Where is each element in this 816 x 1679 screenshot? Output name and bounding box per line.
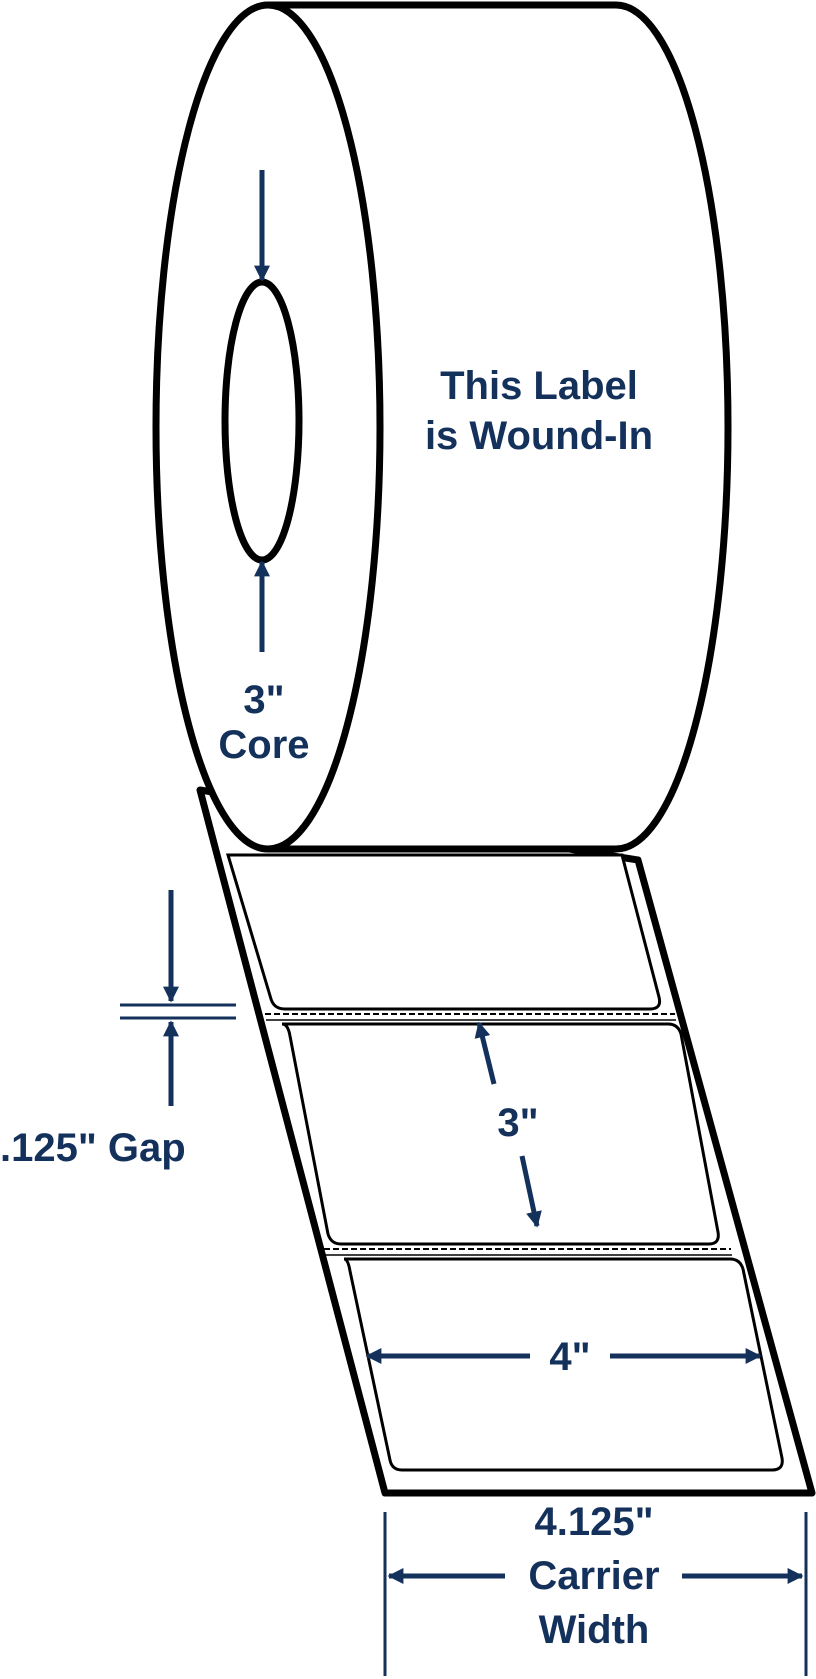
label-web [196,786,816,1497]
carrier-width-value: 4.125" [534,1500,653,1544]
label-middle [281,1022,720,1246]
core-label: Core [218,723,309,767]
label-height-value: 3" [497,1101,538,1145]
label-top-partial [225,853,662,1011]
core-value: 3" [243,678,284,722]
height-arrow-bottom [519,1155,542,1228]
carrier-width-dimension [383,1512,808,1676]
roll-body [264,1,732,853]
label-bottom [343,1257,784,1472]
gap-dimension [120,890,236,1106]
label-height-dimension [474,1021,542,1228]
label-roll [152,1,732,853]
carrier-width-label-line2: Carrier [528,1554,659,1598]
height-arrow-top [474,1021,497,1085]
gap-label: .125" Gap [0,1126,186,1170]
label-width-value: 4" [549,1335,590,1379]
wound-in-label-line1: This Label [440,364,638,408]
carrier-width-label-line3: Width [539,1608,650,1652]
wound-in-label-line2: is Wound-In [425,414,653,458]
roll-core [221,278,303,564]
